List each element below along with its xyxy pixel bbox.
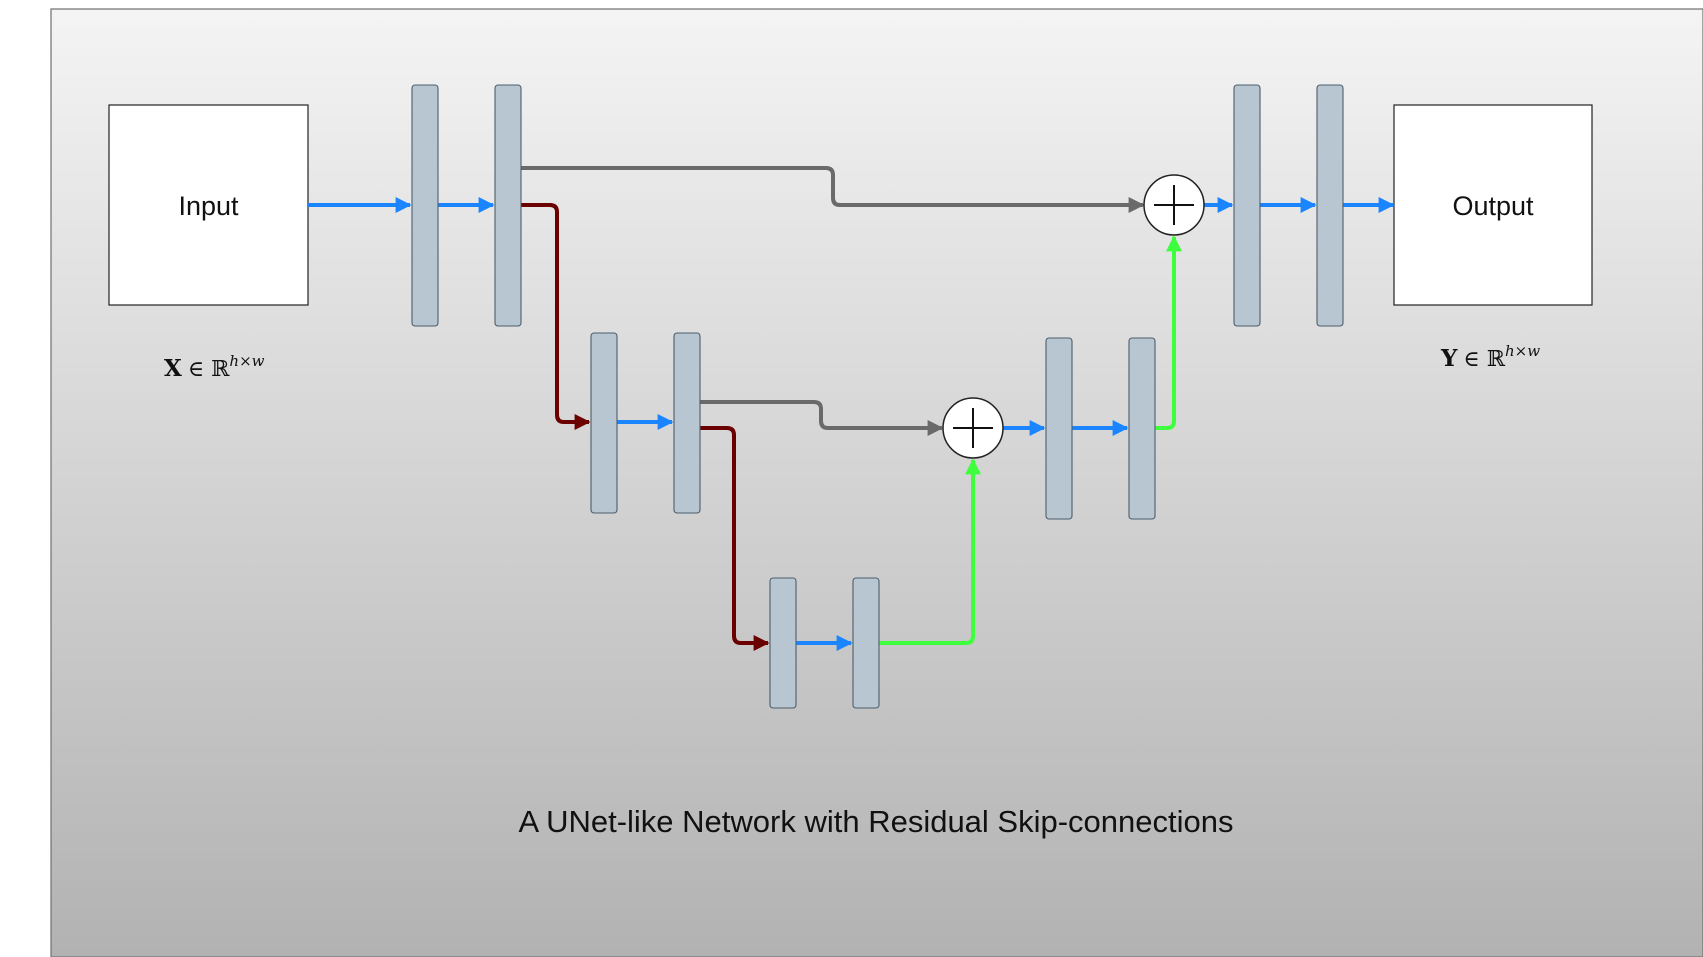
upsample-arrow-level1 bbox=[1155, 235, 1182, 430]
output-math-sup: h×w bbox=[1505, 342, 1540, 360]
diagram-caption: A UNet-like Network with Residual Skip-c… bbox=[518, 804, 1233, 839]
input-shape-annotation: X∈ ℝh×w bbox=[164, 352, 265, 382]
sum-node-level1 bbox=[1143, 174, 1205, 236]
encoder2-block-b bbox=[673, 332, 701, 514]
upsample-arrow-level2 bbox=[879, 458, 981, 645]
bottleneck-block-b bbox=[852, 577, 880, 709]
encoder2-block-a bbox=[590, 332, 618, 514]
input-math-sup: h×w bbox=[229, 352, 264, 370]
skip-arrow-level2 bbox=[700, 400, 944, 436]
input-box bbox=[108, 104, 309, 306]
decoder1-block-a bbox=[1233, 84, 1261, 327]
input-math-rel: ∈ ℝ bbox=[188, 357, 230, 382]
bottleneck-block-a bbox=[769, 577, 797, 709]
encoder1-block-a bbox=[411, 84, 439, 327]
input-math-var: X bbox=[164, 355, 182, 382]
skip-arrow-level1 bbox=[521, 166, 1145, 213]
output-label: Output bbox=[1452, 191, 1534, 221]
output-math-rel: ∈ ℝ bbox=[1463, 347, 1505, 372]
decoder2-block-b bbox=[1128, 337, 1156, 520]
encoder1-block-b bbox=[494, 84, 522, 327]
downsample-arrow-level2 bbox=[700, 426, 770, 651]
output-math-var: Y bbox=[1440, 345, 1458, 372]
decoder1-block-b bbox=[1316, 84, 1344, 327]
sum-node-level2 bbox=[942, 397, 1004, 459]
decoder2-block-a bbox=[1045, 337, 1073, 520]
input-label: Input bbox=[178, 191, 239, 221]
output-shape-annotation: Y∈ ℝh×w bbox=[1440, 342, 1540, 372]
downsample-arrow-level1 bbox=[521, 203, 591, 430]
